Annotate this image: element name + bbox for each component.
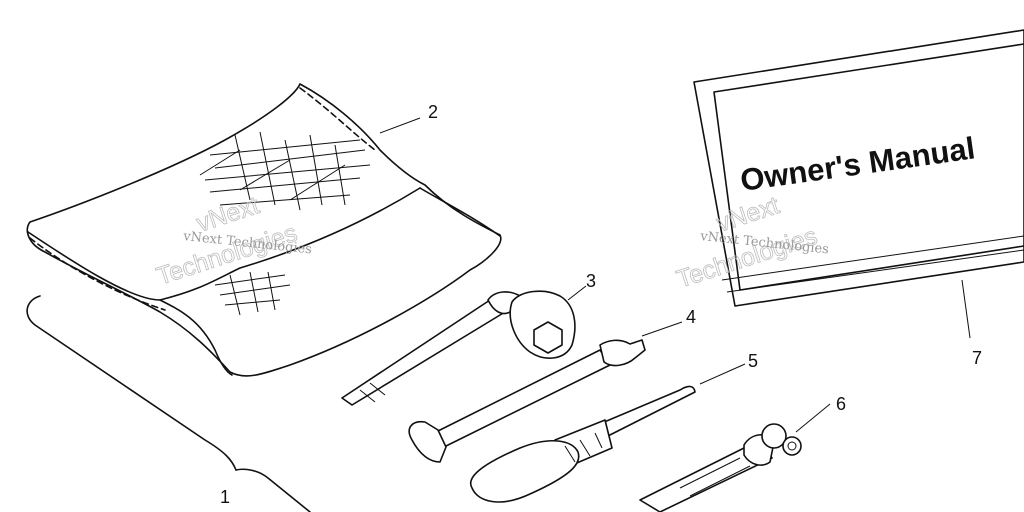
callout-2: 2 <box>428 102 438 122</box>
open-end-wrench <box>408 339 646 463</box>
callout-5: 5 <box>748 351 758 371</box>
callout-1: 1 <box>220 487 230 507</box>
kit-bracket <box>26 295 311 512</box>
callout-6: 6 <box>836 394 846 414</box>
owners-manual: Owner's Manual <box>693 29 1024 307</box>
plaid-pattern-lower <box>214 271 291 316</box>
plaid-pattern-upper <box>199 131 371 211</box>
screwdriver <box>469 385 696 503</box>
spark-plug-tool <box>639 423 802 512</box>
socket-wrench <box>341 290 576 406</box>
callout-7: 7 <box>972 348 982 368</box>
callout-4: 4 <box>686 307 696 327</box>
tool-pouch <box>26 83 502 377</box>
callout-3: 3 <box>586 271 596 291</box>
